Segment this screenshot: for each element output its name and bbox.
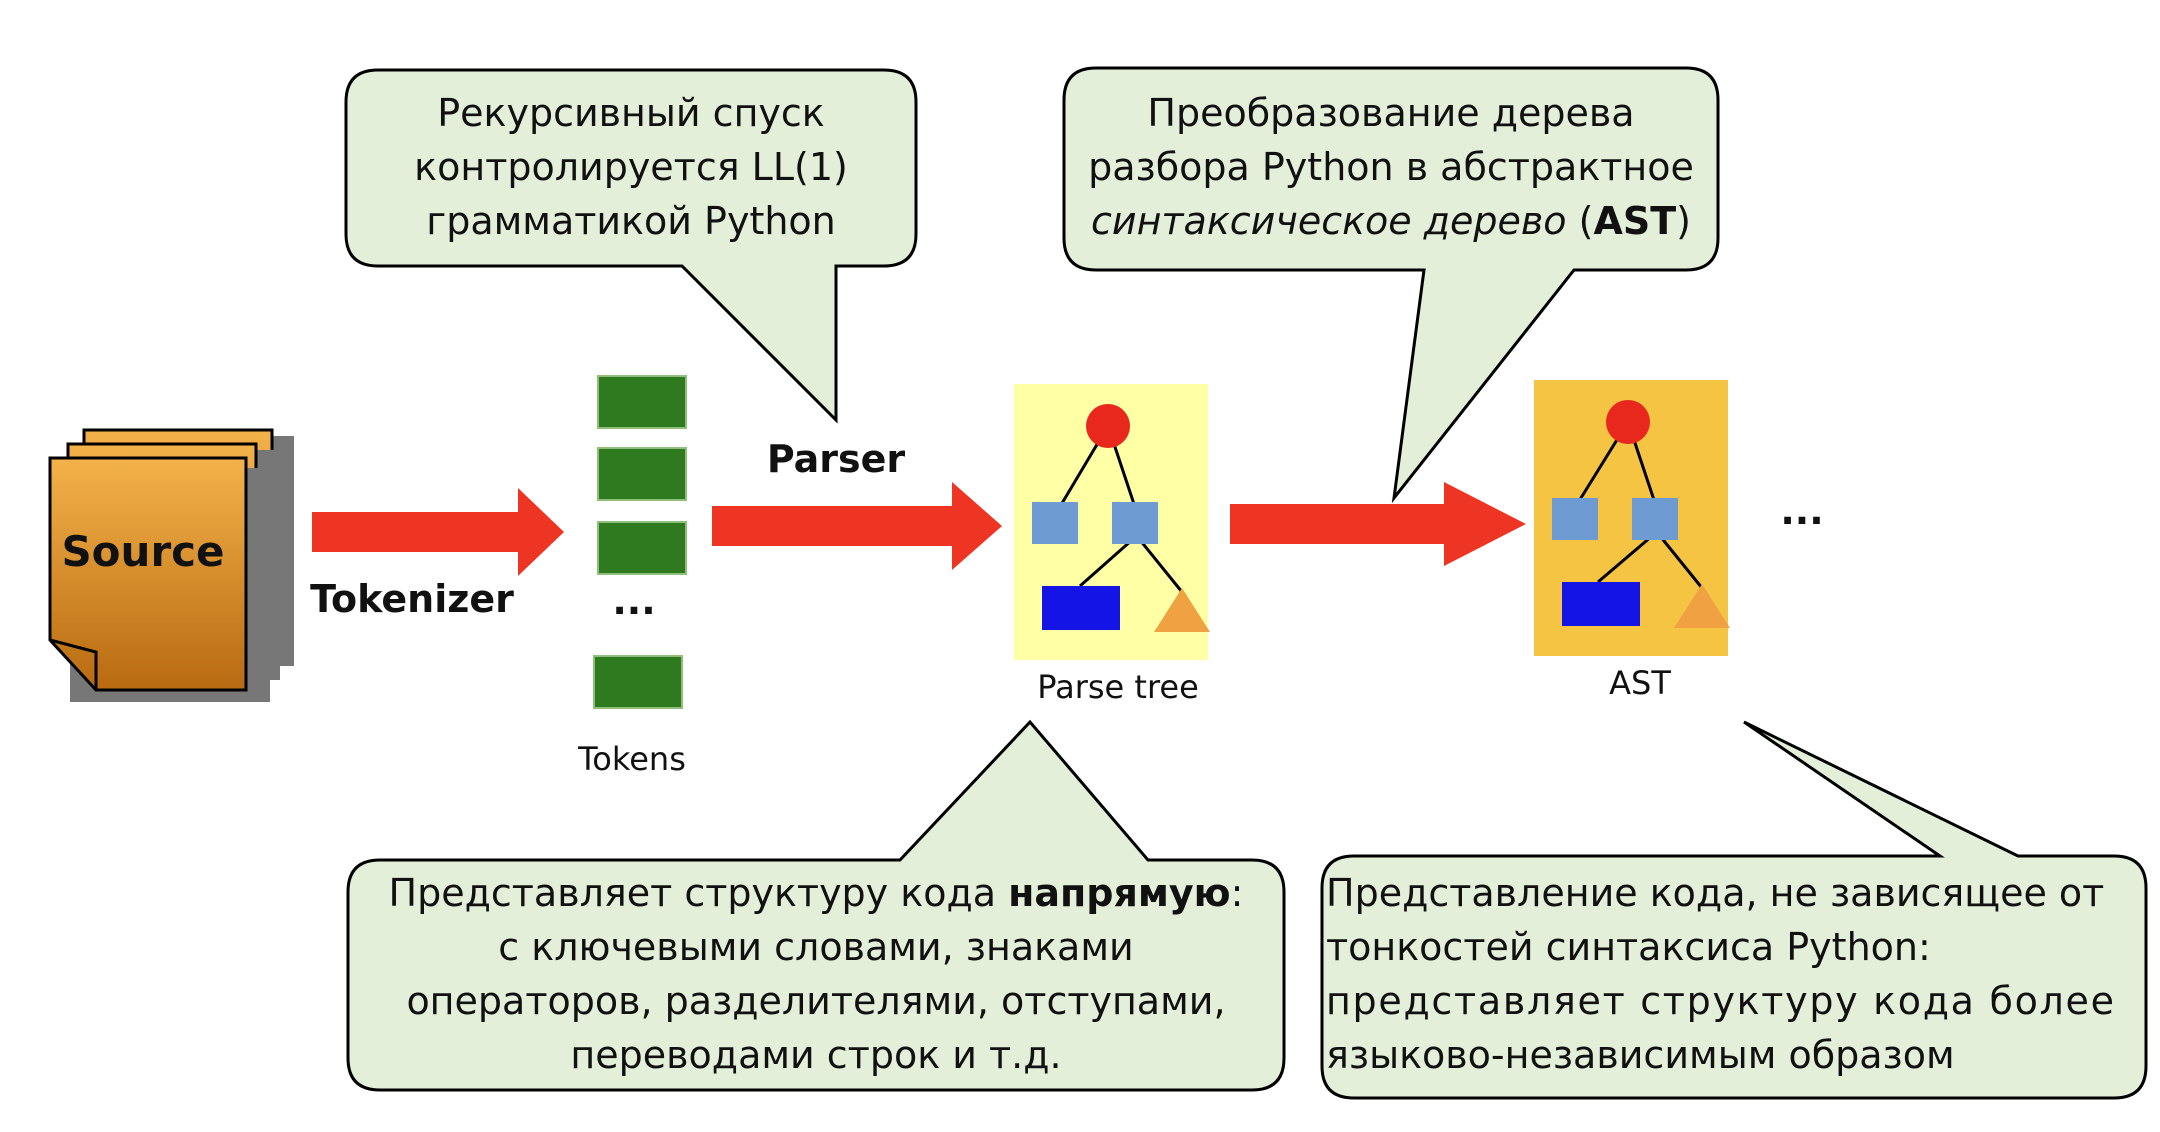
tree-mid-node [1112,502,1158,544]
tree-triangle-node [1154,588,1210,632]
source-document-stack: Source [48,428,294,702]
callout-parse-line1-bold: напрямую [1008,871,1231,915]
callout-ast-desc: Представление кода, не зависящее от тонк… [1320,720,2148,1100]
token-block [597,447,687,501]
callout-parse-line1-start: Представляет структуру кода [389,871,1009,915]
callout-transform-line3-bold: AST [1593,199,1676,243]
ast-leaf-node [1562,582,1640,626]
callout-transform-line1: Преобразование дерева [1147,91,1634,135]
tokens-group: ... Tokens [577,375,687,778]
token-block [597,375,687,429]
parse-tree-panel [1014,384,1210,660]
ast-arrow [1230,482,1526,566]
callout-recursive-line3: грамматикой Python [426,199,836,243]
callout-transform-line3: синтаксическое дерево (AST) [1091,199,1691,243]
parser-arrow [712,482,1002,570]
callout-transform: Преобразование дерева разбора Python в а… [1062,66,1720,504]
token-block [597,521,687,575]
callout-parse-line2: с ключевыми словами, знаками [498,925,1133,969]
callout-ast-line4: языково-независимым образом [1326,1033,1955,1077]
callout-parse-line3: операторов, разделителями, отступами, [406,979,1225,1023]
callout-ast-line3: представляет структуру кода более [1326,979,2114,1023]
tokenizer-label: Tokenizer [310,577,514,621]
tree-mid-node [1032,502,1078,544]
callout-recursive-line2: контролируется LL(1) [414,145,848,189]
callout-transform-line3-open: ( [1567,199,1594,243]
callout-recursive-descent: Рекурсивный спуск контролируется LL(1) г… [344,68,918,424]
tree-leaf-node [1042,586,1120,630]
ast-root-node [1606,400,1650,444]
ast-triangle-node [1674,584,1730,628]
parser-label: Parser [767,437,906,481]
callout-recursive-line1: Рекурсивный спуск [437,91,825,135]
callout-ast-line1: Представление кода, не зависящее от [1326,871,2104,915]
tokenizer-arrow [312,488,564,576]
tree-root-node [1086,404,1130,448]
trailing-ellipsis: ... [1780,489,1823,533]
callout-parse-line1-end: : [1231,871,1244,915]
tokens-ellipsis: ... [612,579,655,623]
ast-mid-node [1632,498,1678,540]
parse-tree-label: Parse tree [1037,668,1199,706]
callout-transform-line3-italic: синтаксическое дерево [1091,199,1567,243]
callout-ast-line2: тонкостей синтаксиса Python: [1326,925,1931,969]
token-block [593,655,683,709]
callout-transform-line2: разбора Python в абстрактное [1088,145,1694,189]
callout-transform-line3-close: ) [1676,199,1691,243]
tokens-label: Tokens [577,740,686,778]
ast-panel [1534,380,1730,656]
callout-parse-line4: переводами строк и т.д. [570,1033,1061,1077]
callout-parse-line1: Представляет структуру кода напрямую: [389,871,1244,915]
ast-label: AST [1609,664,1671,702]
source-label: Source [61,527,224,576]
ast-mid-node [1552,498,1598,540]
callout-parse-tree-desc: Представляет структуру кода напрямую: с … [346,719,1286,1092]
